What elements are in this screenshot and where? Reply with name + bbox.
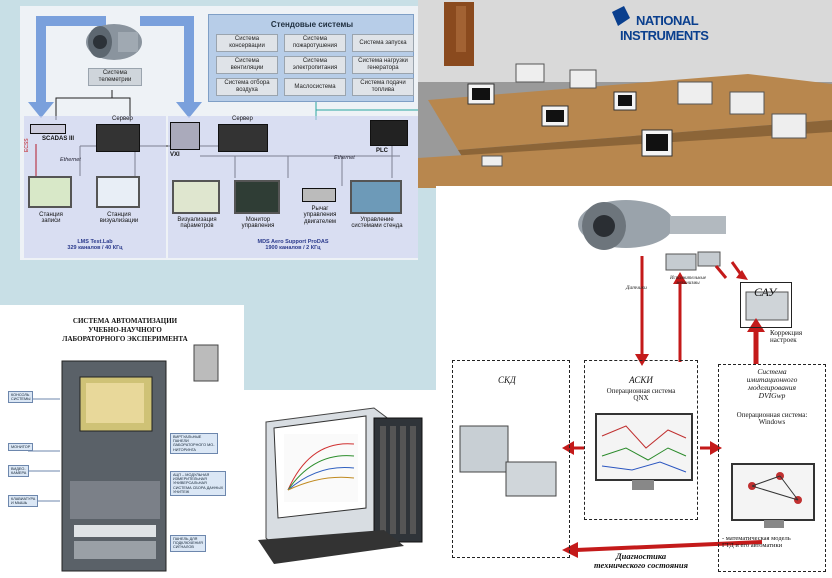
server1-rack (96, 124, 140, 152)
rack-tag-left: КЛАВИАТУРА И МЫШЬ (8, 495, 39, 508)
rack-tag-right: АЦП – МОДУЛЬНАЯ ИЗМЕРИТЕЛЬНАЯ УНИВЕРСАЛЬ… (170, 471, 227, 496)
asks-os-label: Операционная система QNX (606, 387, 676, 403)
diagnostics-diagram-panel: Датчики Исполнительные механизмы САУ Кор… (436, 186, 832, 578)
viz-params-label: Визуализация параметров (177, 217, 217, 230)
automation-rack-panel: СИСТЕМА АВТОМАТИЗАЦИИ УЧЕБНО-НАУЧНОГО ЛА… (0, 305, 244, 578)
viz-params-monitor (172, 180, 220, 214)
turbofan-engine-image (84, 20, 144, 66)
skd-label: СКД (498, 375, 516, 385)
stand-system-cell: Система запуска (352, 34, 414, 52)
math-model-label: - математическая модель ГТД и его автома… (722, 535, 791, 549)
stand-systems-title: Стендовые системы (270, 20, 354, 29)
stand-system-cell: Система электропитания (284, 56, 346, 74)
skd-box (452, 360, 570, 558)
viz-station-label: Станция визуализации (99, 212, 139, 225)
rack-tag-left: МОНИТОР (8, 443, 34, 452)
telemetry-system-box: Система телеметрии (88, 68, 142, 86)
pxi-device-illustration (258, 407, 423, 564)
viz-station-monitor (96, 176, 140, 208)
control-monitor (234, 180, 280, 214)
control-monitor-label: Монитор управления (241, 217, 275, 230)
engine-lever-device (302, 188, 336, 202)
server1-label: Сервер (112, 116, 133, 122)
lms-caption: LMS Test.Lab 329 каналов / 40 КГц (67, 239, 123, 251)
sensors-label: Датчики (626, 285, 647, 291)
telemetry-system-label: Система телеметрии (98, 70, 132, 83)
simulation-box (718, 364, 826, 572)
stand-system-cell: Маслосистема (284, 78, 346, 96)
diagnostics-label: Диагностика технического состояния (594, 551, 688, 570)
ni-brand-line1: NATIONAL (636, 13, 699, 28)
sau-label: САУ (754, 285, 777, 299)
rack-tag-left: ВИДЕО- КАМЕРА (8, 465, 30, 478)
simulation-os: Операционная система: Windows (736, 411, 808, 427)
stand-system-cell: Система нагрузки генератора (352, 56, 414, 74)
vxi-label: VXI (170, 152, 180, 158)
ethernet2-label: Ethernet (334, 155, 355, 161)
mds-caption: MDS Aero Support ProDAS 1900 каналов / 2… (257, 239, 329, 251)
plc-label: PLC (376, 148, 388, 154)
rack-tag-right: ВИРТУАЛЬНЫЕ ПАНЕЛИ ЛАБОРАТОРНОГО МО- НИТ… (170, 433, 218, 454)
rack-tag-left: КОНСОЛЬ СИСТЕМЫ (8, 391, 34, 404)
stand-system-cell: Система вентиляции (216, 56, 278, 74)
rack-title: СИСТЕМА АВТОМАТИЗАЦИИ УЧЕБНО-НАУЧНОГО ЛА… (62, 317, 188, 343)
server2-label: Сервер (232, 116, 253, 122)
ni-lab-illustration (418, 0, 832, 188)
sau-box (740, 282, 792, 328)
diagnostics-arrows (459, 200, 815, 558)
lms-test-bench-panel: Система телеметрии Стендовые системы Сис… (20, 6, 418, 260)
vxi-device (170, 122, 200, 150)
stand-control-monitor (350, 180, 402, 214)
stand-system-cell: Система консервации (216, 34, 278, 52)
ecss-label: ECSS (24, 138, 30, 152)
ni-brand-line2: INSTRUMENTS (620, 28, 709, 43)
simulation-title: Система имитационного моделирования DVIG… (746, 367, 798, 400)
plc-device (370, 120, 408, 146)
record-station-monitor (28, 176, 72, 208)
record-station-label: Станция записи (39, 212, 63, 225)
scadas-device (30, 124, 66, 134)
pxi-device-panel (244, 390, 440, 578)
stand-control-label: Управление системами стенда (351, 217, 403, 230)
rack-tag-right: ПАНЕЛЬ ДЛЯ ПОДКЛЮЧЕНИЯ СИГНАЛОВ (170, 535, 206, 552)
actuators-label: Исполнительные механизмы (669, 276, 707, 287)
scadas-label: SCADAS III (42, 136, 75, 142)
ethernet1-label: Ethernet (60, 157, 81, 163)
stand-system-cell: Система подачи топлива (352, 78, 414, 96)
asks-label: АСКИ (629, 375, 653, 385)
stand-system-cell: Система отбора воздуха (216, 78, 278, 96)
asks-box (584, 360, 698, 520)
server2-rack (218, 124, 268, 152)
correction-label: Коррекция настроек (770, 329, 803, 345)
stand-system-cell: Система пожаротушения (284, 34, 346, 52)
engine-lever-label: Рычаг управления двигателем (303, 206, 337, 225)
ni-lab-panel: NATIONAL INSTRUMENTS (418, 0, 832, 188)
